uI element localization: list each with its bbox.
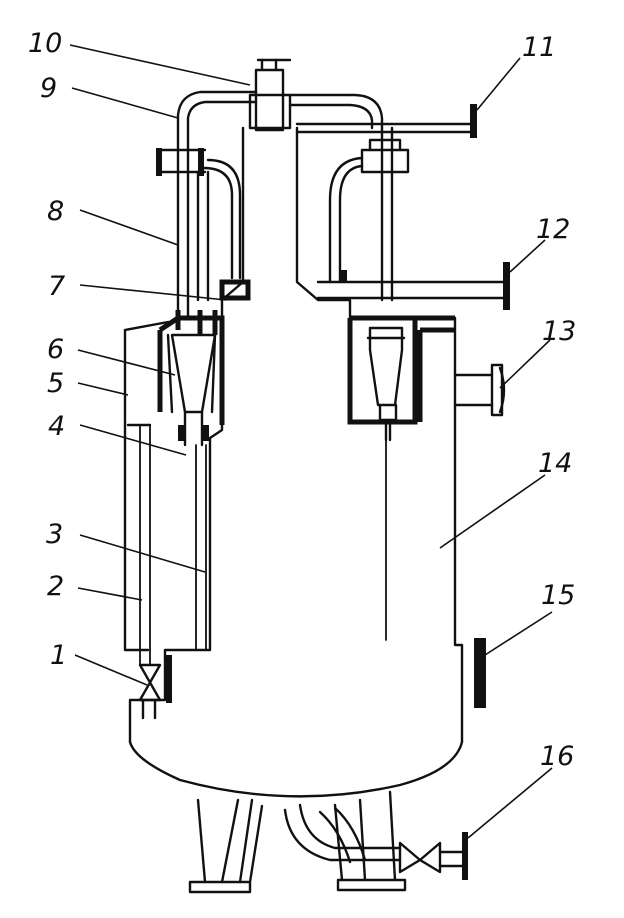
leader-4 xyxy=(79,424,187,456)
callout-12: 12 xyxy=(536,214,570,245)
leader-10 xyxy=(69,44,251,86)
callout-11: 11 xyxy=(522,32,556,63)
callout-3: 3 xyxy=(46,519,63,550)
leader-9 xyxy=(71,87,179,119)
leader-5 xyxy=(77,382,129,396)
leader-6 xyxy=(77,349,176,376)
leader-14 xyxy=(439,474,546,549)
bottom-fittings xyxy=(138,638,486,894)
leader-11 xyxy=(476,57,521,111)
callout-6: 6 xyxy=(47,334,64,365)
callout-5: 5 xyxy=(47,368,64,399)
leader-3 xyxy=(79,534,206,573)
callout-10: 10 xyxy=(28,28,62,59)
leader-lines xyxy=(69,44,553,839)
callout-14: 14 xyxy=(538,448,572,479)
callout-2: 2 xyxy=(47,571,64,602)
callout-16: 16 xyxy=(540,741,574,772)
leader-16 xyxy=(467,767,553,839)
right-piping xyxy=(288,93,510,310)
callout-8: 8 xyxy=(47,196,64,227)
callout-4: 4 xyxy=(48,411,65,442)
callout-labels: 10 9 8 7 6 5 4 3 2 1 11 12 13 14 15 16 xyxy=(28,28,576,772)
leader-7 xyxy=(79,284,227,301)
leader-1 xyxy=(74,654,148,686)
leader-2 xyxy=(77,587,143,601)
callout-9: 9 xyxy=(40,73,57,104)
leader-12 xyxy=(509,239,546,273)
left-cyclone xyxy=(123,310,225,666)
leader-13 xyxy=(499,339,551,389)
left-piping xyxy=(156,90,258,320)
callout-1: 1 xyxy=(50,640,67,671)
callout-15: 15 xyxy=(541,580,575,611)
leader-15 xyxy=(484,611,553,656)
leader-8 xyxy=(79,209,179,246)
callout-7: 7 xyxy=(48,271,65,302)
callout-13: 13 xyxy=(542,316,576,347)
right-cyclone xyxy=(347,315,506,641)
